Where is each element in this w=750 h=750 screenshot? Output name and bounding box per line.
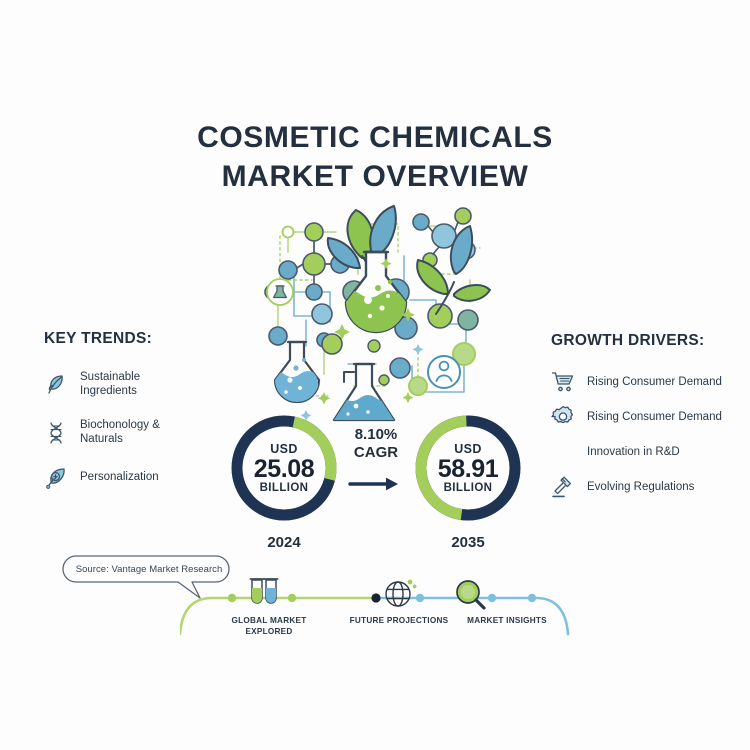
source-callout: Source: Vantage Market Research: [62, 555, 232, 599]
cagr-block: 8.10% CAGR: [340, 426, 412, 498]
leaf-circle-icon: [44, 466, 68, 490]
globe-icon: [385, 579, 417, 607]
shopping-cart-icon: [551, 370, 575, 394]
dna-icon: [44, 420, 68, 444]
arrow-right-icon: [340, 475, 412, 498]
currency-label: USD: [270, 441, 298, 456]
leaf-icon: [44, 372, 68, 396]
value-label: 58.91: [437, 454, 499, 483]
timeline-label-future-projections: FUTURE PROJECTIONS: [349, 616, 449, 625]
key-trend-label: Personalization: [80, 471, 159, 484]
unit-label: BILLION: [443, 482, 493, 495]
key-trend-item-biotechnology-naturals: Biochonology & Naturals: [44, 418, 234, 447]
key-trend-item-personalization: Personalization: [44, 466, 234, 490]
growth-driver-item-rising-consumer-demand-2: Rising Consumer Demand: [551, 405, 750, 429]
market-size-donut-2024-center: USD 25.08 BILLION: [228, 412, 340, 524]
year-label-2035: 2035: [451, 534, 485, 551]
growth-driver-label: Evolving Regulations: [587, 480, 695, 493]
growth-driver-label: Rising Consumer Demand: [587, 375, 722, 388]
value-label: 25.08: [253, 454, 315, 483]
gear-icon: [551, 405, 575, 429]
cosmetic-chemistry-illustration: [258, 196, 502, 422]
market-size-donut-2035: USD 58.91 BILLION 2035: [412, 412, 524, 551]
market-size-comparison: USD 25.08 BILLION 2024 8.10% CAGR US: [228, 412, 524, 562]
timeline-label-market-insights: MARKET INSIGHTS: [467, 616, 547, 625]
key-trends-heading: KEY TRENDS:: [44, 330, 153, 347]
source-text: Source: Vantage Market Research: [75, 564, 223, 575]
growth-driver-item-rising-consumer-demand-1: Rising Consumer Demand: [551, 370, 750, 394]
unit-label: BILLION: [259, 482, 309, 495]
magnifier-icon: [456, 580, 486, 610]
cagr-value: 8.10%: [354, 426, 398, 443]
market-size-donut-2024: USD 25.08 BILLION 2024: [228, 412, 340, 551]
title-line-2: MARKET OVERVIEW: [221, 160, 529, 193]
test-tubes-icon: [249, 578, 279, 604]
growth-driver-label: Rising Consumer Demand: [587, 410, 722, 423]
growth-drivers-heading: GROWTH DRIVERS:: [551, 332, 705, 349]
page-title: COSMETIC CHEMICALS MARKET OVERVIEW: [0, 118, 750, 196]
key-trend-label: Biochonology & Naturals: [80, 418, 160, 446]
title-line-1: COSMETIC CHEMICALS: [197, 121, 553, 154]
growth-driver-item-evolving-regulations: Evolving Regulations: [551, 475, 750, 499]
gavel-icon: [551, 475, 575, 499]
growth-driver-item-innovation-in-rd: Innovation in R&D: [551, 440, 750, 464]
growth-driver-label: Innovation in R&D: [587, 445, 680, 458]
market-size-donut-2035-center: USD 58.91 BILLION: [412, 412, 524, 524]
growth-drivers-panel: GROWTH DRIVERS: Rising Consumer Demand R…: [551, 332, 750, 510]
currency-label: USD: [454, 441, 482, 456]
year-label-2024: 2024: [267, 534, 301, 551]
cagr-label: CAGR: [353, 443, 399, 461]
